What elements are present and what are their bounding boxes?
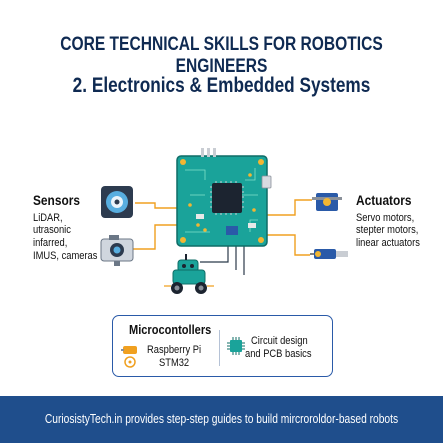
actuators-heading: Actuators [356,192,412,208]
circuit-board [176,148,272,247]
actuator-line: Servo motors, [356,211,415,224]
robot-icon [164,254,214,294]
circuit-design-line: Circuit design [251,335,308,347]
chip-icon [212,183,242,213]
sensor-line: IMUS, cameras [33,250,98,263]
sensors-heading: Sensors [33,192,80,208]
lidar-sensor-icon [101,186,133,218]
stm32-label: STM32 [159,357,190,369]
actuators-group: Actuators Servo motors, stepter motors, … [356,192,431,250]
actuator-line: stepter motors, [356,224,419,237]
camera-icon [100,235,134,266]
actuator-line: linear actuators [356,237,420,250]
connection-wires [133,199,312,256]
footer-banner: CuriosistyTech.in provides step-step gui… [0,396,443,443]
sensor-line: utrasonic [33,224,71,237]
servo-motor-icon [312,193,342,211]
main-title: CORE TECHNICAL SKILLS FOR ROBOTICS ENGIN… [60,34,383,77]
pcb-basics-line: and PCB basics [245,348,312,360]
footer-text: CuriosistyTech.in provides step-step gui… [44,412,399,426]
raspberry-pi-label: Raspberry Pi [147,344,202,356]
linear-actuator-icon [310,249,348,259]
sensor-line: infarred, [33,237,68,250]
microcontrollers-heading: Microcontollers [129,322,212,337]
microcontroller-icon [121,346,137,368]
sensors-group: Sensors LiDAR, utrasonic infarred, IMUS,… [33,192,109,263]
pcb-chip-icon [227,337,245,355]
robot-wires [200,245,245,275]
sensor-line: LiDAR, [33,211,63,224]
panel-divider [219,330,220,366]
section-subtitle: 2. Electronics & Embedded Systems [72,74,371,97]
microcontrollers-panel: Microcontollers Raspberry Pi STM32 Circu… [112,315,333,377]
